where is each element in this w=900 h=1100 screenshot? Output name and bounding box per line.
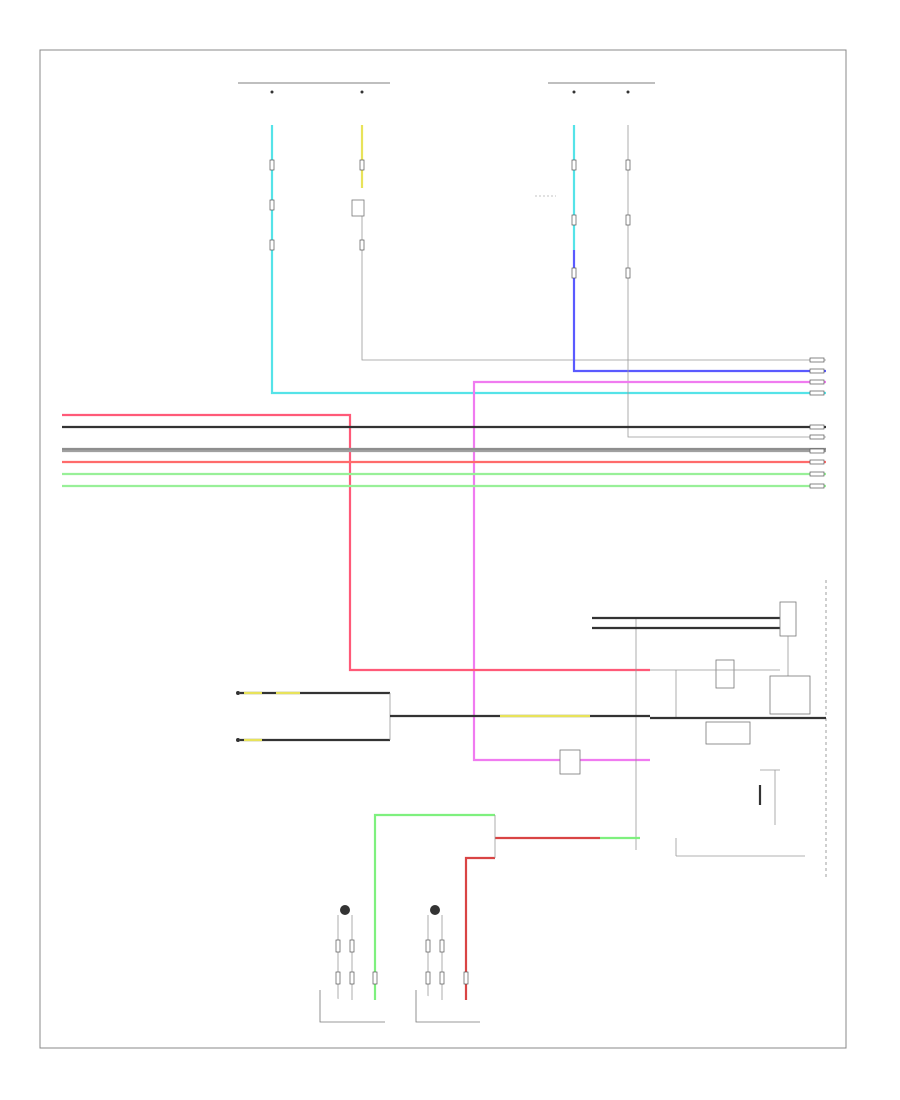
right-terminals xyxy=(809,357,825,489)
left-sensors xyxy=(236,691,650,742)
bottom-sensor-left xyxy=(319,905,385,1023)
splice-block xyxy=(351,199,365,217)
wire-red-lower xyxy=(464,856,495,1000)
connector-block xyxy=(559,749,581,775)
wire-cyan-top xyxy=(270,125,826,395)
bus-wires xyxy=(62,413,826,672)
wire-green-lower xyxy=(373,813,495,1000)
bottom-sensor-right xyxy=(415,905,480,1023)
wire-white-top xyxy=(361,200,826,361)
wire-white-top-right xyxy=(627,125,826,438)
wire-blue-top-right xyxy=(572,250,826,373)
top-fuse-sources xyxy=(238,82,655,94)
diagram-frame xyxy=(39,49,847,1049)
module-internals xyxy=(592,601,826,857)
connector-pins xyxy=(269,159,631,279)
